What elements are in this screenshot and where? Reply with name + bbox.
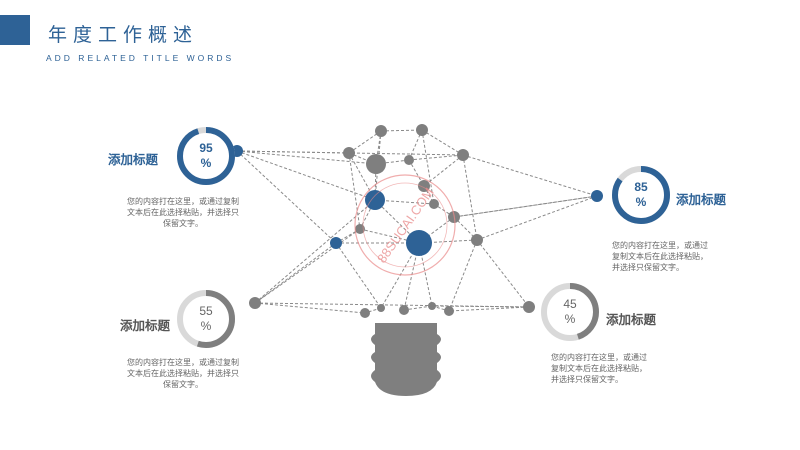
item-desc-1: 您的内容打在这里，或通过复制文本后在此选择粘贴，并选择只保留文字。 [127,197,239,228]
network-edge [408,154,464,161]
progress-ring-2: 85 % [611,165,671,225]
network-edge [236,150,376,201]
network-edge [448,306,530,312]
item-desc-2: 您的内容打在这里，或通过复制文本后在此选择粘贴，并选择只保留文字。 [612,241,708,272]
lightbulb-base-icon [371,323,441,396]
network-node [343,147,355,159]
network-edge [236,150,464,156]
ring-percent-4: 45 % [540,282,600,342]
percent-sign-2: % [635,195,647,209]
ring-progress-arc [612,166,670,224]
network-node [471,234,483,246]
item-title-1: 添加标题 [108,152,159,167]
network-edge [453,195,598,218]
percent-value-1: 95 [199,141,213,155]
network-edge [476,195,598,241]
item-desc-4: 您的内容打在这里，或通过复制文本后在此选择粘贴，并选择只保留文字。 [551,353,647,384]
network-node [444,306,454,316]
ring-progress-arc [177,127,235,185]
network-edge [254,199,376,304]
network-edge [448,239,478,312]
percent-sign-4: % [564,312,576,326]
percent-value-4: 45 [563,297,577,311]
ring-progress-arc [177,290,235,348]
network-edge [348,130,382,154]
network-node [366,154,386,174]
percent-sign-1: % [200,156,212,170]
page-subtitle: ADD RELATED TITLE WORDS [46,53,235,63]
network-node [365,190,385,210]
item-desc-3: 您的内容打在这里，或通过复制文本后在此选择粘贴，并选择只保留文字。 [127,358,239,389]
item-title-2: 添加标题 [676,192,727,207]
network-node [429,199,439,209]
progress-ring-4: 45 % [540,282,600,342]
ring-chart-4 [541,283,599,341]
network-node [355,224,365,234]
ring-percent-1: 95 % [176,126,236,186]
network-edge [254,242,337,304]
network-edge [254,302,366,314]
ring-percent-2: 85 % [611,165,671,225]
progress-ring-1: 95 % [176,126,236,186]
ring-progress-arc [541,283,599,341]
ring-chart-1 [177,127,235,185]
item-title-4: 添加标题 [606,312,657,327]
network-node [418,180,430,192]
ring-chart-3 [177,290,235,348]
network-edge [254,228,361,304]
network-node [375,125,387,137]
progress-ring-3: 55 % [176,289,236,349]
corner-accent-block [0,15,30,45]
network-node [249,297,261,309]
network-node [457,149,469,161]
network-node [404,155,414,165]
network-node [406,230,432,256]
network-edge [476,239,530,308]
network-edge [236,150,337,244]
network-node [377,304,385,312]
network-edge [462,154,478,241]
percent-value-2: 85 [634,180,648,194]
page-title: 年度工作概述 [48,24,199,46]
ring-chart-2 [612,166,670,224]
percent-sign-3: % [200,319,212,333]
network-edge [348,152,361,230]
network-node [399,305,409,315]
network-edge [462,154,598,197]
network-edge [380,129,423,132]
network-edge [254,302,530,308]
network-edge [335,242,382,309]
ring-percent-3: 55 % [176,289,236,349]
network-node [416,124,428,136]
network-node [360,308,370,318]
network-node [448,211,460,223]
network-node [591,190,603,202]
network-node [428,302,436,310]
network-edge [421,129,464,156]
item-title-3: 添加标题 [120,318,171,333]
network-edge [236,150,377,165]
network-node [330,237,342,249]
percent-value-3: 55 [199,304,213,318]
network-node [523,301,535,313]
